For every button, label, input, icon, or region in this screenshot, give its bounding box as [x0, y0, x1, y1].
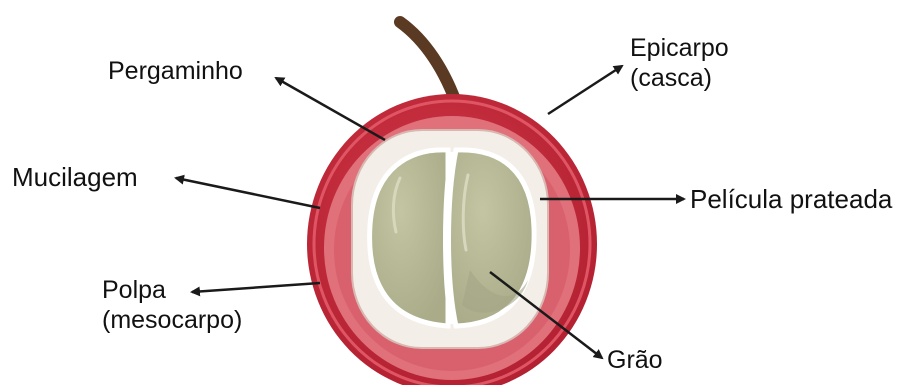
- label-pergaminho: Pergaminho: [108, 56, 243, 86]
- label-polpa-line2: (mesocarpo): [102, 305, 242, 335]
- label-polpa-line1: Polpa: [102, 275, 242, 305]
- label-pelicula-text: Película prateada: [690, 184, 892, 214]
- label-epicarpo: Epicarpo (casca): [630, 33, 729, 93]
- label-epicarpo-line1: Epicarpo: [630, 33, 729, 63]
- label-pelicula-prateada: Película prateada: [690, 184, 892, 214]
- arrow-pergaminho: [276, 78, 385, 140]
- label-polpa: Polpa (mesocarpo): [102, 275, 242, 335]
- label-pergaminho-text: Pergaminho: [108, 56, 243, 86]
- label-grao: Grão: [607, 345, 663, 375]
- arrow-epicarpo: [548, 66, 622, 114]
- label-grao-text: Grão: [607, 345, 663, 375]
- label-epicarpo-line2: (casca): [630, 63, 729, 93]
- label-mucilagem-text: Mucilagem: [12, 162, 138, 192]
- arrow-mucilagem: [176, 178, 320, 208]
- label-mucilagem: Mucilagem: [12, 162, 138, 192]
